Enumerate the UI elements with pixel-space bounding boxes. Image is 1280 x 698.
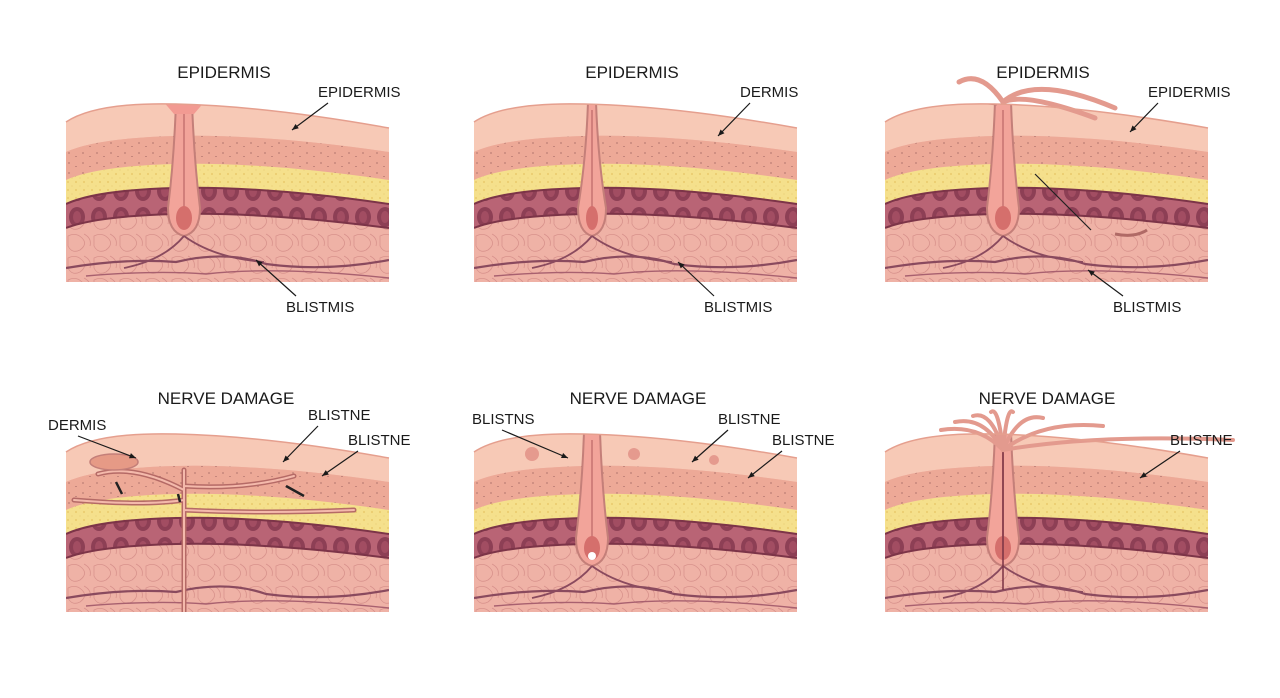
layer-label: BLISTNE [348,432,411,449]
muscle-layer [66,187,389,228]
panel-title: EPIDERMIS [177,63,271,82]
panel-title: NERVE DAMAGE [979,389,1116,408]
blood-vessel [66,585,389,600]
layer-label: EPIDERMIS [318,84,401,101]
layer-label: BLISTNE [1170,432,1233,449]
leader-arrow [677,261,715,297]
leader-arrow [501,429,569,459]
layer-label: BLISTNE [772,432,835,449]
layer-label: BLISTMIS [286,299,354,316]
leader-arrow [321,450,359,477]
layer-label: DERMIS [740,84,798,101]
arrowhead-icon [283,455,290,462]
muscle-layer [885,187,1208,228]
leader-arrow [77,435,137,459]
muscle-layer [885,517,1208,558]
hair-follicle [123,103,265,269]
hair-strands [939,409,1235,452]
arrowhead-icon [678,262,685,269]
skin-panel-2 [473,103,798,283]
hair-follicle [942,433,1084,599]
panel-title: NERVE DAMAGE [570,389,707,408]
leader-arrow [1139,450,1181,479]
layer-label: BLISTNS [472,411,535,428]
arrowhead-icon [129,453,136,459]
panel-title: EPIDERMIS [996,63,1090,82]
leader-arrow [691,429,729,463]
leader-arrow [291,102,329,131]
arrowhead-icon [322,470,329,476]
layer-label: BLISTNE [308,407,371,424]
leader-arrow [747,450,783,479]
layer-label: EPIDERMIS [1148,84,1231,101]
hair-follicle [525,433,719,599]
leader-arrow [282,425,319,463]
leader-arrow [1087,269,1124,297]
arrowhead-icon [718,129,725,136]
skin-panel-4 [65,433,390,613]
layer-label: BLISTNE [718,411,781,428]
hair-follicle [942,103,1148,269]
skin-panel-3 [884,76,1209,283]
skin-panel-1 [65,103,390,283]
arrowhead-icon [1130,125,1137,132]
arrowhead-icon [292,123,299,130]
layer-label: DERMIS [48,417,106,434]
skin-panel-5 [473,433,798,613]
hair-follicle [71,453,357,613]
layer-label: BLISTMIS [1113,299,1181,316]
leader-arrow [1129,102,1159,133]
layer-label: BLISTMIS [704,299,772,316]
leader-arrow [717,102,751,137]
hair-strands [956,76,1118,121]
arrowhead-icon [1088,270,1095,277]
skin-panel-6 [884,409,1235,613]
panel-title: EPIDERMIS [585,63,679,82]
arrowhead-icon [748,471,755,478]
arrowhead-icon [256,260,263,267]
muscle-layer [66,517,389,558]
panel-title: NERVE DAMAGE [158,389,295,408]
arrowhead-icon [1140,472,1147,478]
hair-follicle [531,103,673,269]
muscle-layer [474,517,797,558]
leader-arrow [255,259,297,297]
arrowhead-icon [692,455,699,462]
arrowhead-icon [561,452,568,458]
muscle-layer [474,187,797,228]
